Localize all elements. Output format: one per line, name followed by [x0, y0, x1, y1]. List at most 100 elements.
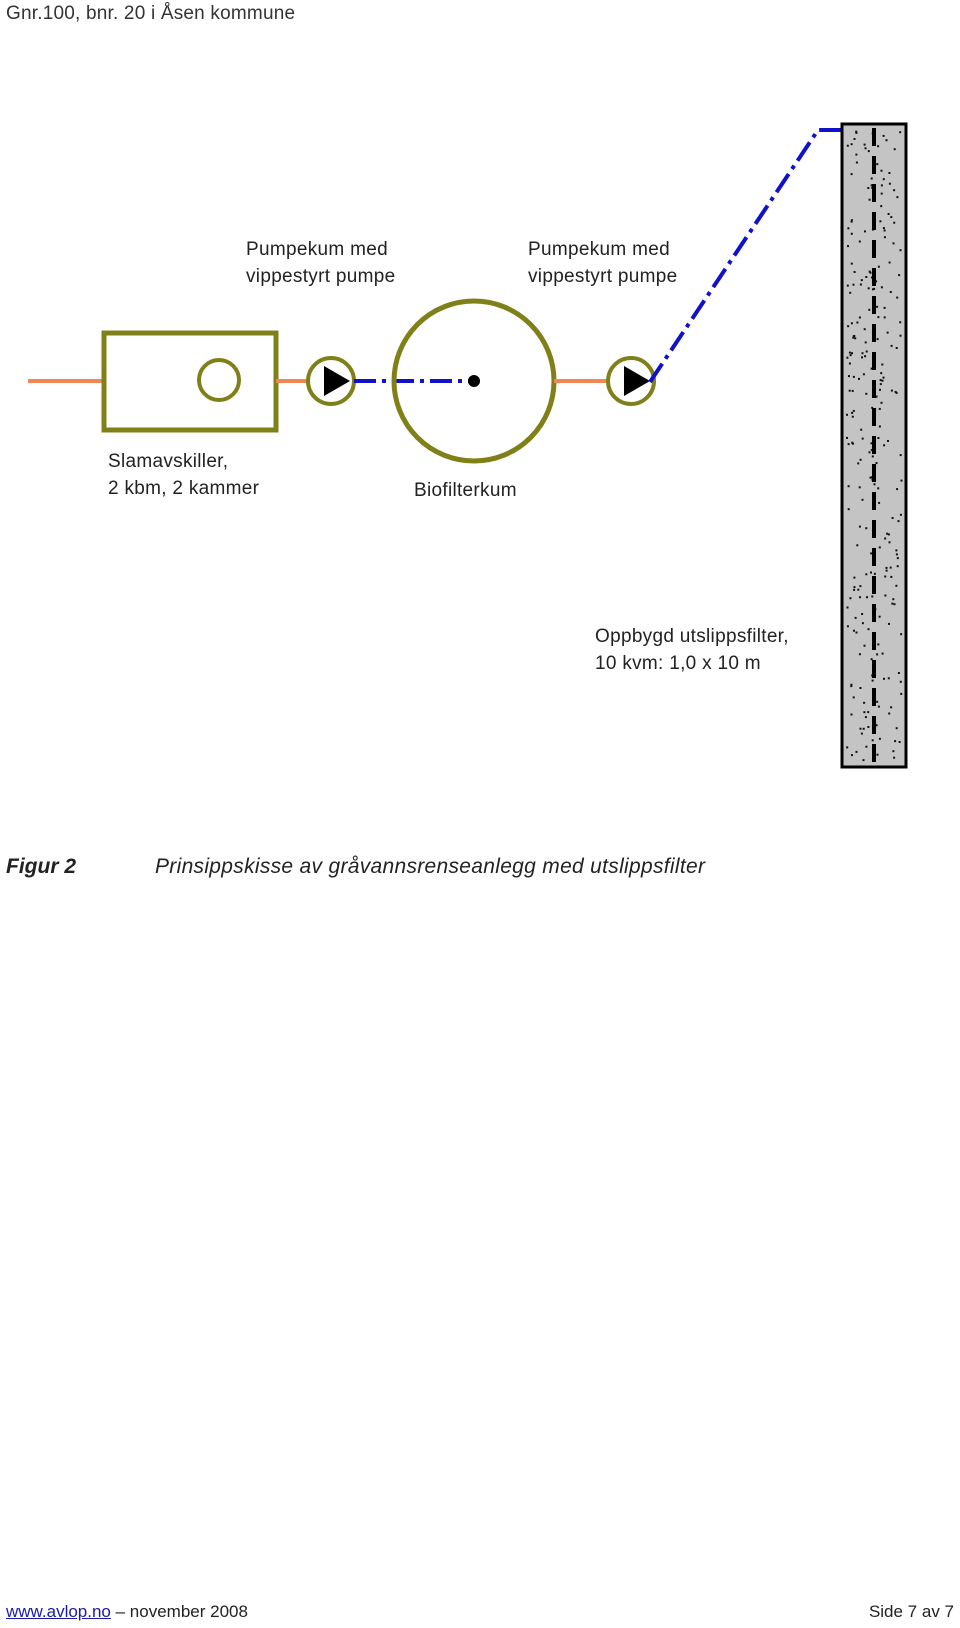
gravel-speckle — [890, 216, 893, 219]
gravel-speckle — [854, 616, 857, 619]
gravel-speckle — [862, 759, 865, 762]
gravel-speckle — [860, 279, 863, 282]
gravel-speckle — [853, 576, 856, 579]
gravel-speckle — [899, 321, 902, 324]
gravel-speckle — [852, 283, 855, 286]
gravel-speckle — [880, 184, 883, 187]
gravel-speckle — [899, 334, 902, 337]
gravel-speckle — [879, 379, 882, 382]
gravel-speckle — [858, 486, 861, 489]
gravel-speckle — [890, 706, 893, 709]
gravel-speckle — [860, 732, 863, 735]
gravel-speckle — [846, 625, 849, 628]
gravel-speckle — [870, 442, 873, 445]
gravel-speckle — [877, 705, 880, 708]
gravel-speckle — [859, 585, 862, 588]
gravel-speckle — [900, 479, 903, 482]
gravel-speckle — [885, 139, 888, 142]
gravel-speckle — [870, 476, 873, 479]
gravel-speckle — [861, 498, 864, 501]
gravel-speckle — [860, 428, 863, 431]
gravel-speckle — [885, 566, 888, 569]
gravel-speckle — [877, 316, 880, 319]
gravel-speckle — [861, 613, 864, 615]
gravel-speckle — [853, 271, 856, 273]
gravel-speckle — [855, 631, 858, 634]
gravel-speckle — [870, 449, 873, 451]
gravel-speckle — [851, 754, 853, 757]
gravel-speckle — [846, 144, 849, 147]
gravel-speckle — [893, 756, 896, 759]
gravel-speckle — [878, 501, 881, 504]
gravel-speckle — [865, 350, 868, 353]
gravel-speckle — [871, 406, 874, 409]
gravel-speckle — [899, 454, 902, 457]
footer-website-link[interactable]: www.avlop.no — [6, 1602, 111, 1621]
gravel-speckle — [895, 549, 898, 552]
gravel-speckle — [888, 261, 891, 264]
gravel-speckle — [846, 746, 849, 749]
biofilter-label: Biofilterkum — [414, 480, 517, 501]
gravel-speckle — [883, 236, 886, 239]
gravel-speckle — [850, 683, 853, 686]
gravel-speckle — [892, 750, 895, 753]
gravel-speckle — [878, 546, 881, 549]
gravel-speckle — [858, 240, 861, 243]
gravel-speckle — [863, 701, 866, 704]
gravel-speckle — [872, 288, 874, 291]
gravel-speckle — [869, 476, 872, 479]
gravel-speckle — [868, 308, 871, 311]
gravel-speckle — [849, 354, 852, 357]
gravel-speckle — [871, 739, 874, 742]
pressure-pipe-2 — [648, 128, 868, 384]
gravel-speckle — [887, 677, 890, 680]
gravel-speckle — [846, 436, 848, 439]
gravel-speckle — [848, 351, 851, 354]
gravel-speckle — [883, 677, 885, 680]
gravel-speckle — [865, 745, 868, 748]
pump2-arrow-icon — [624, 366, 650, 396]
gravel-speckle — [867, 150, 870, 153]
gravel-speckle — [889, 566, 892, 569]
gravel-speckle — [898, 274, 901, 277]
gravel-speckle — [870, 552, 873, 555]
gravel-speckle — [865, 527, 868, 530]
gravel-speckle — [864, 147, 867, 150]
gravel-speckle — [896, 488, 899, 491]
gravel-speckle — [867, 711, 870, 714]
gravel-speckle — [853, 138, 856, 140]
gravel-speckle — [868, 198, 871, 201]
gravel-speckle — [855, 750, 858, 753]
gravel-speckle — [900, 633, 903, 636]
gravel-speckle — [875, 724, 878, 727]
gravel-speckle — [877, 265, 880, 268]
gravel-speckle — [863, 711, 866, 714]
gravel-speckle — [898, 741, 901, 743]
gravel-speckle — [864, 230, 866, 233]
pump1-arrow-icon — [324, 366, 350, 396]
gravel-speckle — [887, 440, 889, 442]
gravel-speckle — [861, 622, 864, 625]
gravel-speckle — [884, 594, 887, 597]
gravel-speckle — [851, 352, 853, 355]
gravel-speckle — [846, 356, 849, 359]
gravel-speckle — [880, 205, 883, 208]
gravel-speckle — [853, 588, 856, 591]
gravel-speckle — [883, 316, 886, 319]
gravel-speckle — [888, 622, 890, 625]
footer-left: www.avlop.no – november 2008 — [6, 1602, 248, 1622]
gravel-speckle — [858, 653, 861, 656]
gravel-speckle — [856, 321, 859, 324]
gravel-speckle — [865, 276, 868, 278]
gravel-speckle — [867, 726, 870, 728]
gravel-speckle — [880, 286, 883, 289]
gravel-speckle — [854, 337, 857, 340]
gravel-speckle — [848, 375, 850, 378]
pump2-label: Pumpekum med vippestyrt pumpe — [528, 239, 678, 287]
biofilter-outlet-point — [468, 375, 480, 387]
gravel-speckle — [888, 541, 891, 544]
gravel-speckle — [895, 553, 898, 556]
gravel-speckle — [868, 451, 871, 454]
gravel-speckle — [899, 513, 902, 516]
gravel-speckle — [867, 187, 870, 189]
